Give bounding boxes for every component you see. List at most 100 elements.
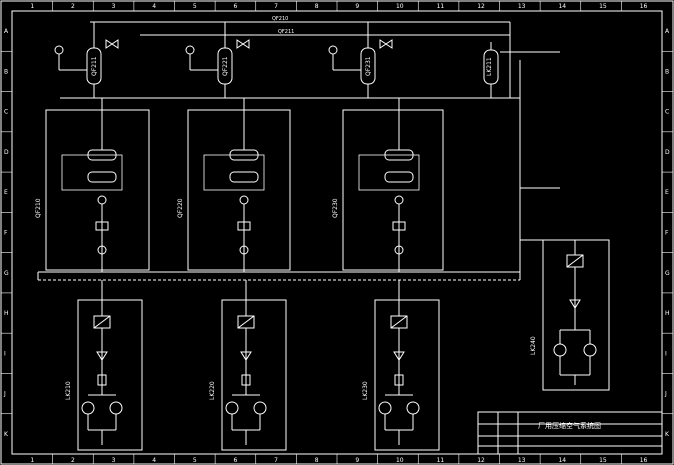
grid-row-right: E <box>665 189 669 196</box>
grid-col-top: 8 <box>315 3 319 10</box>
motor-icon <box>97 195 107 205</box>
compressor-enclosure <box>187 109 291 271</box>
pressure-gauge-icon <box>54 45 64 55</box>
title-block: 厂用压缩空气系统图 <box>477 411 663 455</box>
tank-tag: QF231 <box>365 56 372 76</box>
dryer-tag: LK220 <box>209 381 216 400</box>
valve-icon <box>105 39 113 49</box>
dryer-tag: LK210 <box>65 381 72 400</box>
tower-right-icon <box>406 401 420 415</box>
lk240-tag: LK240 <box>530 336 537 355</box>
grid-row-right: I <box>665 350 667 357</box>
dryer-enclosure <box>374 299 440 451</box>
check-valve-icon <box>240 351 252 361</box>
dryer-LK230: LK230 <box>362 280 440 451</box>
separator-icon <box>241 374 251 386</box>
grid-col-top: 6 <box>233 3 237 10</box>
grid-col-bottom: 12 <box>477 457 485 464</box>
grid-row-right: G <box>665 270 670 277</box>
dryer-filter-diag <box>390 315 408 329</box>
dryer-filter-diag <box>237 315 255 329</box>
dryer-LK220: LK220 <box>209 280 287 451</box>
grid-col-top: 10 <box>396 3 404 10</box>
grid-col-top: 9 <box>355 3 359 10</box>
grid-col-top: 2 <box>71 3 75 10</box>
grid-col-top: 14 <box>558 3 566 10</box>
grid-row-left: F <box>4 230 8 237</box>
header-main-label: QF210 <box>272 16 288 22</box>
tower-left-icon <box>225 401 239 415</box>
dryer-LK210: LK210 <box>65 280 143 451</box>
tank-tag: QF221 <box>222 56 229 76</box>
grid-col-top: 7 <box>274 3 278 10</box>
stage-vessel <box>87 171 117 183</box>
grid-row-right: B <box>665 68 669 75</box>
tower-right-icon <box>109 401 123 415</box>
grid-col-top: 12 <box>477 3 485 10</box>
grid-row-left: G <box>4 270 9 277</box>
tower-right-icon <box>253 401 267 415</box>
filter-icon <box>95 221 109 231</box>
compressor-tag: QF230 <box>332 198 339 218</box>
separator-icon <box>394 374 404 386</box>
separator-icon <box>97 374 107 386</box>
tower-left-icon <box>81 401 95 415</box>
grid-row-left: A <box>4 28 9 35</box>
motor-icon <box>394 195 404 205</box>
inner-frame <box>11 10 663 455</box>
grid-row-left: H <box>4 310 9 317</box>
grid-col-bottom: 2 <box>71 457 75 464</box>
dryer-enclosure <box>77 299 143 451</box>
stage-vessel <box>384 171 414 183</box>
grid-col-top: 4 <box>152 3 156 10</box>
title-text: 厂用压缩空气系统图 <box>538 421 601 430</box>
grid-col-bottom: 13 <box>518 457 526 464</box>
pressure-gauge-icon <box>185 45 195 55</box>
stage-vessel <box>229 171 259 183</box>
filter-icon <box>237 221 251 231</box>
check-valve-icon <box>393 351 405 361</box>
filter-icon <box>392 221 406 231</box>
grid-col-top: 3 <box>112 3 116 10</box>
tower-left-icon <box>378 401 392 415</box>
grid-row-right: J <box>664 391 667 398</box>
grid-row-right: H <box>665 310 670 317</box>
dryer-enclosure <box>221 299 287 451</box>
grid-col-bottom: 8 <box>315 457 319 464</box>
valve-icon <box>242 39 250 49</box>
compressor-tag: QF210 <box>35 198 42 218</box>
dryer-lk240: LK240 <box>520 239 610 391</box>
tank-tag: QF211 <box>91 56 98 76</box>
dryer-tag: LK230 <box>362 381 369 400</box>
compressor-enclosure <box>342 109 444 271</box>
grid-row-left: I <box>4 350 6 357</box>
grid-row-left: E <box>4 189 8 196</box>
valve-icon <box>111 39 119 49</box>
grid-row-right: A <box>665 28 670 35</box>
header-sub-label: QF211 <box>278 29 294 35</box>
grid-col-bottom: 5 <box>193 457 197 464</box>
check-valve-icon <box>96 351 108 361</box>
grid-col-bottom: 6 <box>233 457 237 464</box>
grid-col-top: 1 <box>30 3 34 10</box>
motor-icon <box>239 195 249 205</box>
valve-icon <box>236 39 244 49</box>
grid-col-bottom: 7 <box>274 457 278 464</box>
grid-col-top: 13 <box>518 3 526 10</box>
grid-col-top: 15 <box>599 3 607 10</box>
stage-loop <box>61 154 123 191</box>
grid-col-top: 5 <box>193 3 197 10</box>
grid-row-right: D <box>665 149 670 156</box>
valve-icon <box>379 39 387 49</box>
grid-col-bottom: 15 <box>599 457 607 464</box>
meter-icon <box>239 245 249 255</box>
meter-icon <box>394 245 404 255</box>
valve-icon <box>385 39 393 49</box>
grid-row-left: C <box>4 109 8 116</box>
stage-loop <box>203 154 265 191</box>
